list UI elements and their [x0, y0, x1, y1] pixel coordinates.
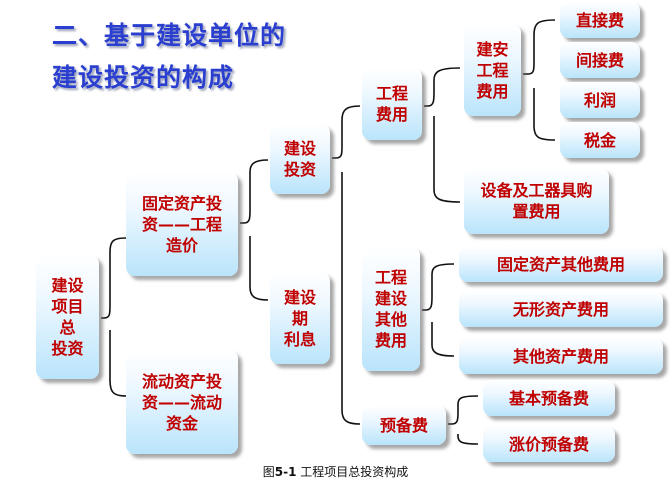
brace-total — [101, 237, 127, 397]
brace-jianan — [523, 19, 556, 141]
brace-reserve — [448, 395, 479, 445]
node-direct-cost: 直接费 — [560, 2, 640, 38]
node-fixed-asset-other-cost: 固定资产其他费用 — [459, 246, 663, 282]
brace-other-cost — [422, 263, 455, 357]
caption-text: 工程项目总投资构成 — [296, 465, 409, 479]
node-tax: 税金 — [560, 122, 640, 158]
brace-fixed — [240, 159, 269, 301]
brace-construction — [332, 105, 361, 425]
figure-caption: 图5-1 工程项目总投资构成 — [0, 463, 671, 480]
node-construction-investment: 建设 投资 — [270, 124, 330, 194]
node-other-asset-cost: 其他资产费用 — [459, 338, 663, 374]
node-reserve-fund: 预备费 — [362, 405, 446, 445]
node-total-investment: 建设 项目 总 投资 — [36, 255, 99, 379]
node-intangible-asset-cost: 无形资产费用 — [459, 291, 663, 327]
caption-number: 5-1 — [274, 465, 297, 479]
node-engineering-cost: 工程 费用 — [362, 68, 422, 140]
node-construction-installation-cost: 建安 工程 费用 — [464, 24, 521, 116]
node-indirect-cost: 间接费 — [560, 42, 640, 78]
caption-prefix: 图 — [262, 465, 275, 479]
node-basic-reserve: 基本预备费 — [483, 380, 615, 416]
node-equipment-cost: 设备及工器具购 置费用 — [464, 168, 609, 234]
node-current-asset-investment: 流动资产投 资——流动 资金 — [126, 350, 238, 454]
brace-engineering — [424, 67, 461, 203]
title-line-1: 二、基于建设单位的 — [52, 21, 287, 50]
node-price-reserve: 涨价预备费 — [483, 426, 615, 462]
node-construction-interest: 建设 期 利息 — [270, 272, 330, 364]
title-line-2: 建设投资的构成 — [52, 63, 235, 92]
node-other-construction-cost: 工程 建设 其他 费用 — [362, 247, 420, 371]
node-fixed-asset-investment: 固定资产投 资——工程 造价 — [126, 172, 238, 276]
node-profit: 利润 — [560, 82, 640, 118]
